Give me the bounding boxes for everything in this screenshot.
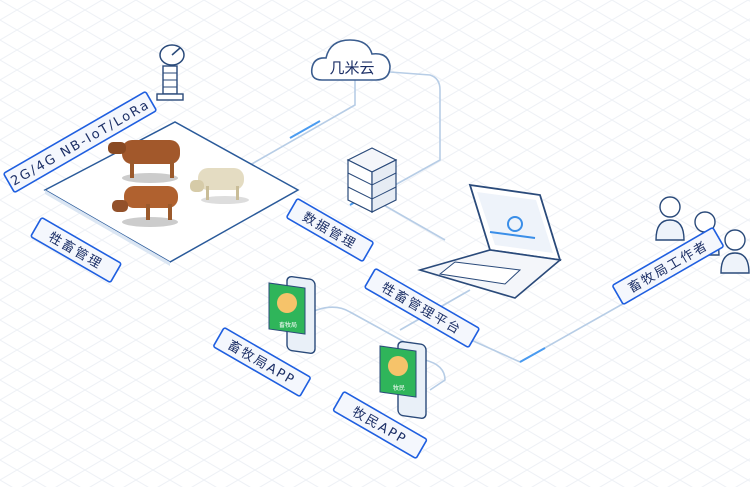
herder-app-phone-icon: 牧民 — [379, 340, 427, 419]
bureau-app-screen-label: 畜牧局 — [279, 321, 297, 329]
cloud-label: 几米云 — [329, 59, 374, 77]
laptop-icon — [417, 183, 562, 299]
cloud-icon: 几米云 — [310, 39, 391, 81]
server-icon — [346, 147, 398, 213]
herder-app-screen-label: 牧民 — [393, 384, 405, 392]
cow-images — [108, 140, 249, 227]
connection-lines — [249, 71, 666, 391]
cow-brown-1-icon — [108, 140, 180, 183]
cow-brown-2-icon — [112, 186, 178, 227]
signal-tower-icon — [156, 44, 185, 101]
bureau-app-phone-icon: 畜牧局 — [268, 275, 316, 354]
goat-icon — [190, 168, 249, 204]
